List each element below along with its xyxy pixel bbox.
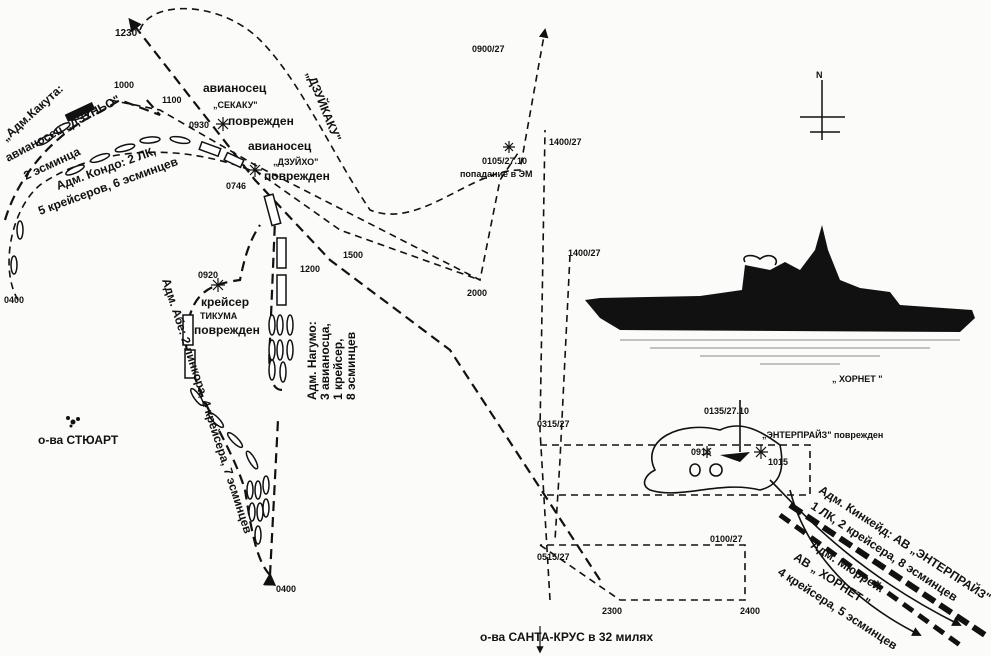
label-stewart-islands: о-ва СТЮАРТ (38, 433, 119, 447)
time-1100: 1100 (162, 95, 182, 105)
stewart-islands (66, 416, 80, 428)
time-0400-south: 0400 (276, 584, 296, 594)
carrier-enterprise-symbol (720, 452, 750, 462)
track-kakuta (3, 97, 161, 221)
time-0135: 0135/27.10 (704, 406, 749, 416)
time-1000: 1000 (114, 80, 134, 90)
time-0930: 0930 (189, 120, 209, 130)
track-kondo (8, 151, 251, 301)
label-carrier-zuiho: авианосец (248, 139, 312, 153)
time-0900-27: 0900/27 (472, 44, 505, 54)
label-nagumo-2: 3 авианосца, (318, 323, 332, 400)
time-0315: 0315/27 (537, 419, 570, 429)
label-chikuma-3: поврежден (194, 323, 260, 337)
track-us-box (540, 444, 811, 496)
label-shokaku-damaged: поврежден (228, 114, 294, 128)
time-1400-b: 1400/27 (568, 248, 601, 258)
label-nagumo-4: 8 эсминцев (344, 332, 358, 400)
time-0400-west: 0400 (4, 295, 24, 305)
time-0915: 0915 (691, 447, 711, 457)
time-1200: 1200 (300, 264, 320, 274)
time-2400: 2400 (740, 606, 760, 616)
track-us-south (539, 544, 746, 601)
track-nagumo-south (262, 419, 280, 586)
track-zuikaku-loop (139, 7, 549, 215)
time-0746: 0746 (226, 181, 246, 191)
time-0100: 0100/27 (710, 534, 743, 544)
track-us-retreat (554, 254, 571, 541)
label-zuiho-damaged: поврежден (264, 169, 330, 183)
hornet-silhouette (585, 225, 975, 365)
label-north: N (816, 70, 823, 80)
time-1500: 1500 (343, 250, 363, 260)
track-us-dashed (539, 129, 551, 601)
time-0920: 0920 (198, 270, 218, 280)
label-enterprise-damaged: „ЭНТЕРПРАЙЗ" повреждeн (762, 429, 883, 440)
label-santa-cruz: о-ва САНТА-КРУС в 32 милях (480, 630, 653, 644)
time-1400-a: 1400/27 (549, 137, 582, 147)
label-hit: попадание в ЭМ (460, 169, 533, 179)
label-zuiho: „ДЗУЙХО" (273, 156, 318, 167)
label-nagumo-1: Адм. Нагумо: (305, 321, 319, 400)
damage-markers (211, 117, 768, 459)
time-1230: 1230 (115, 28, 138, 39)
label-hornet: „ ХОРНЕТ " (832, 374, 883, 384)
time-2000: 2000 (467, 288, 487, 298)
compass-icon (800, 80, 845, 140)
time-1015: 1015 (768, 457, 788, 467)
time-0105: 0105/27.10 (482, 156, 527, 166)
track-secaku (109, 99, 521, 282)
us-maneuver-area (643, 400, 783, 494)
track-main-nw (128, 17, 601, 581)
label-carrier-shokaku: авианосец (203, 81, 267, 95)
label-shokaku: „СЕКАКУ" (213, 100, 258, 110)
label-chikuma-1: крейсер (201, 295, 249, 309)
label-zuikaku: „ДЗУЙКАКУ" (303, 69, 345, 144)
time-0515: 0515/27 (537, 552, 570, 562)
label-chikuma-2: ТИКУМА (200, 311, 238, 321)
ship-symbols-japan (10, 102, 294, 545)
us-formations (769, 479, 987, 648)
time-2300: 2300 (602, 606, 622, 616)
label-nagumo-3: 1 крейсер, (331, 339, 345, 400)
